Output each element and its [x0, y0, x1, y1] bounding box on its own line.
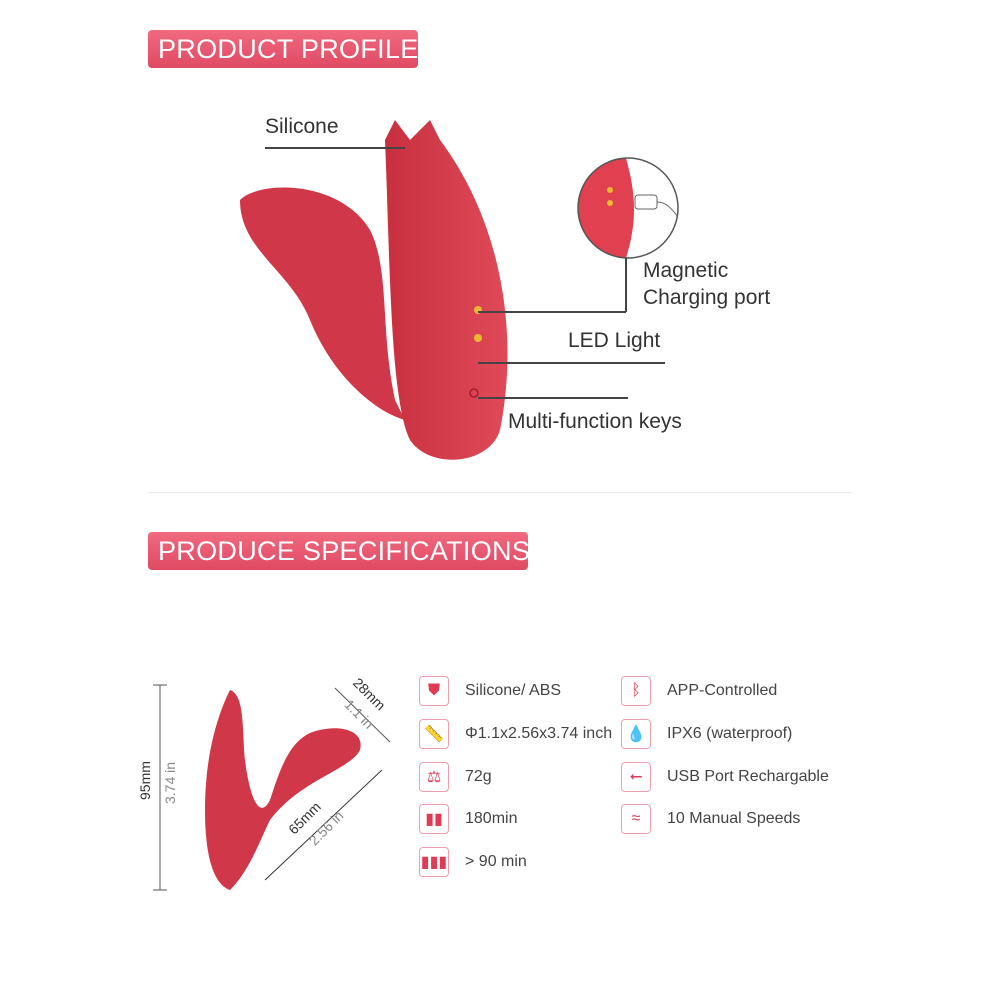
keys-label: Multi-function keys: [508, 410, 682, 433]
spec-text: Silicone/ ABS: [465, 682, 562, 699]
spec-text: > 90 min: [465, 853, 527, 870]
dimension-diagram: [153, 684, 391, 891]
magnetic-label: Magnetic: [643, 259, 729, 282]
spec-charge-time: ▮▮ 180min: [419, 804, 517, 834]
led-label: LED Light: [568, 329, 661, 352]
spec-weight: ⚖ 72g: [419, 762, 492, 792]
spec-use-time: ▮▮▮ > 90 min: [419, 847, 527, 877]
spec-text: 180min: [465, 810, 518, 827]
product-image: [240, 120, 508, 460]
battery-icon: ▮▮▮: [419, 847, 449, 877]
specifications-heading: PRODUCE SPECIFICATIONS: [148, 532, 530, 570]
silicone-label: Silicone: [265, 115, 339, 138]
spec-app: ᛒ APP-Controlled: [621, 676, 777, 706]
silicone-pointer-line: [265, 147, 405, 149]
product-profile-heading: PRODUCT PROFILE: [148, 30, 418, 68]
charging-battery-icon: ▮▮: [419, 804, 449, 834]
height-in: 3.74 in: [162, 761, 178, 804]
spec-size: 📏 Φ1.1x2.56x3.74 inch: [419, 719, 612, 749]
spec-material: ⛊ Silicone/ ABS: [419, 676, 561, 706]
usb-icon: ⭠: [621, 762, 651, 792]
keys-pointer-line: [478, 397, 628, 399]
shield-icon: ⛊: [419, 676, 449, 706]
spec-text: Φ1.1x2.56x3.74 inch: [465, 725, 613, 742]
bluetooth-icon: ᛒ: [621, 676, 651, 706]
charging-port-inset: [577, 157, 679, 259]
spec-text: USB Port Rechargable: [667, 768, 829, 785]
scale-icon: ⚖: [419, 762, 449, 792]
ruler-icon: 📏: [419, 719, 449, 749]
charging-pointer-line: [478, 311, 626, 313]
section-divider: [148, 492, 852, 493]
spec-waterproof: 💧 IPX6 (waterproof): [621, 719, 792, 749]
height-mm: 95mm: [137, 761, 153, 800]
spec-text: IPX6 (waterproof): [667, 725, 793, 742]
spec-usb: ⭠ USB Port Rechargable: [621, 762, 829, 792]
led-pointer-line: [478, 362, 665, 364]
spec-text: 72g: [465, 768, 492, 785]
spec-speeds: ≈10 Manual Speeds: [621, 804, 800, 834]
water-drop-icon: 💧: [621, 719, 651, 749]
spec-text: APP-Controlled: [667, 682, 778, 699]
waves-icon: ≈: [621, 804, 651, 834]
spec-text: 10 Manual Speeds: [667, 810, 801, 827]
charging-port-label: Charging port: [643, 286, 771, 309]
charging-pointer-vertical: [625, 258, 627, 312]
